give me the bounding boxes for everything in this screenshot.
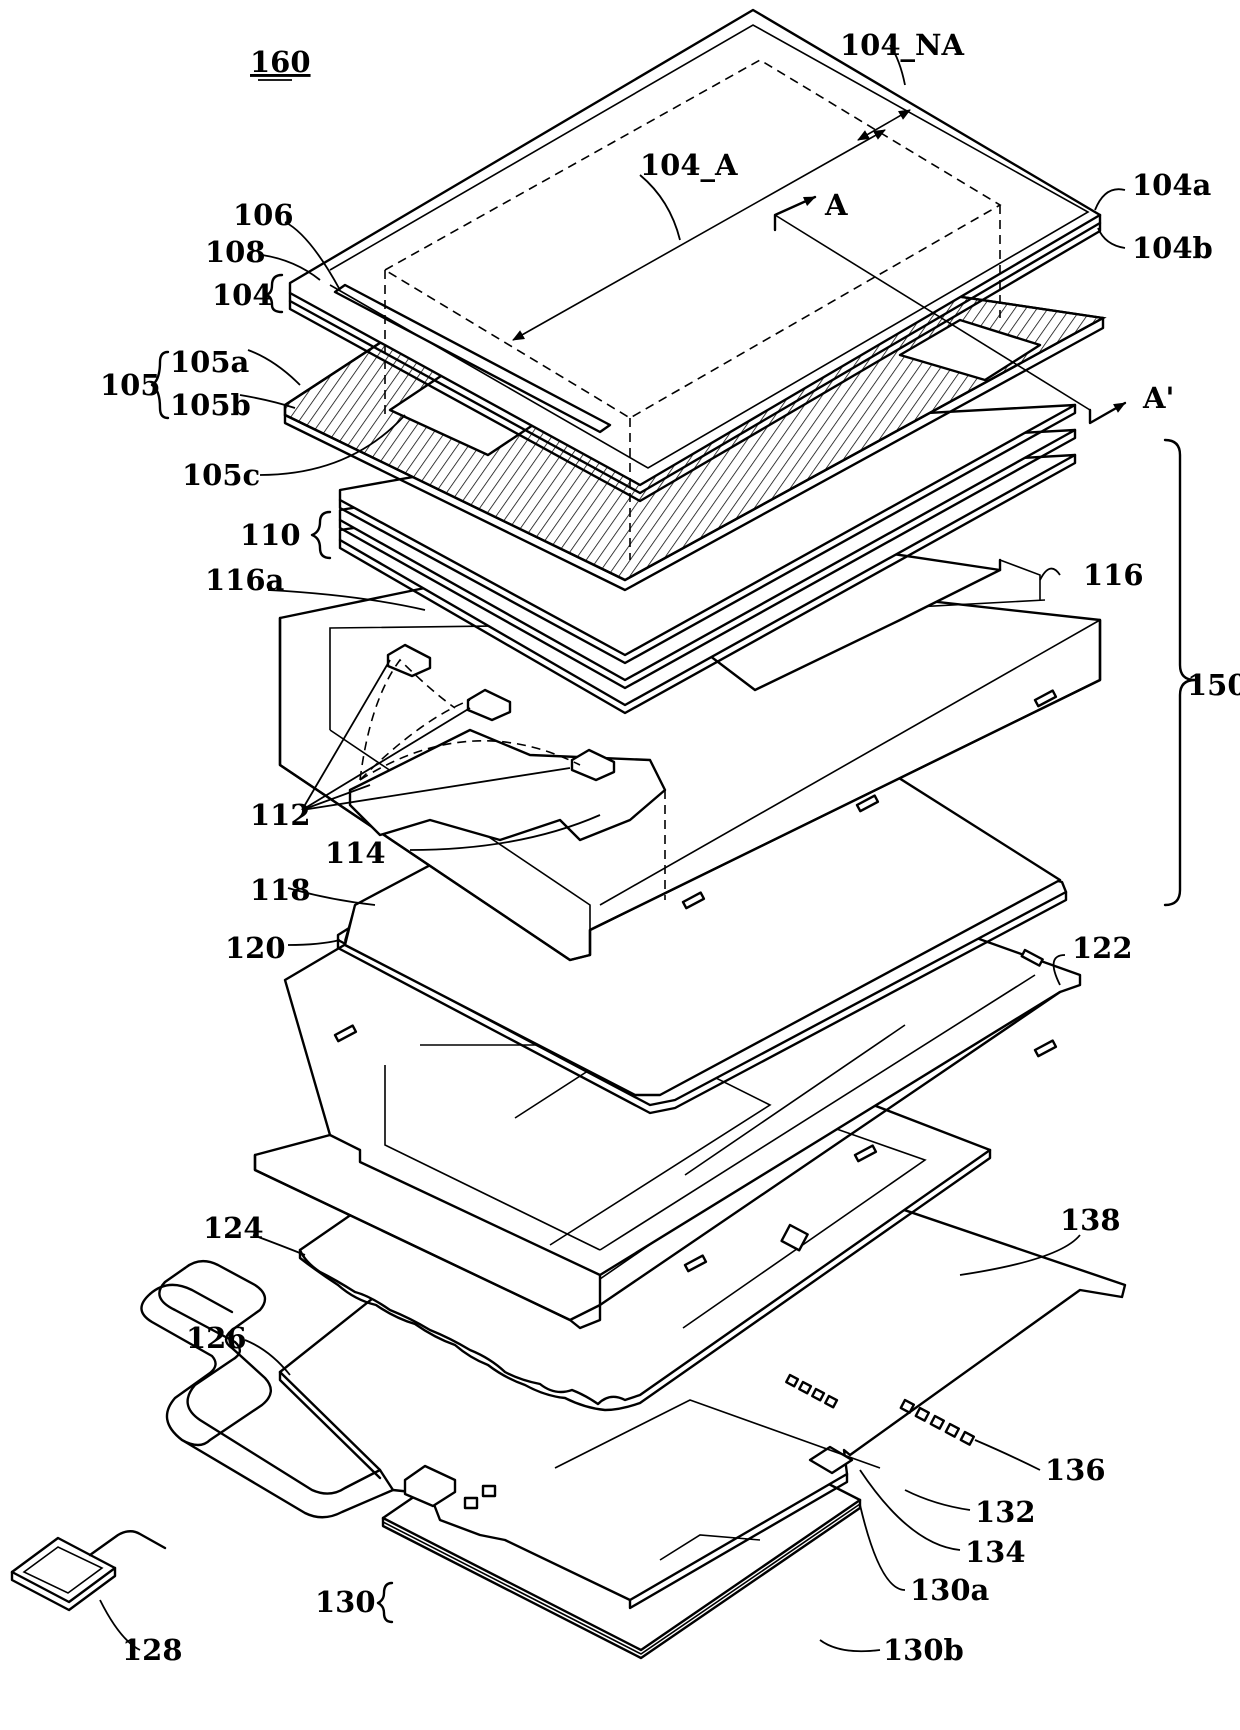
label-128: 128 [122,1633,183,1667]
label-134: 134 [965,1535,1026,1569]
label-105b: 105b [170,388,251,422]
label-132: 132 [975,1495,1036,1529]
label-105a: 105a [170,345,250,379]
label-136: 136 [1045,1453,1106,1487]
label-104b: 104b [1132,231,1213,265]
label-105c: 105c [182,458,260,492]
label-150: 150 [1187,668,1240,702]
label-124: 124 [203,1211,264,1245]
label-116a: 116a [205,563,285,597]
connector-136 [901,1400,974,1445]
label-122: 122 [1072,931,1133,965]
label-104: 104 [212,278,273,312]
label-108: 108 [205,235,266,269]
label-116: 116 [1083,558,1144,592]
label-130a: 130a [910,1573,990,1607]
label-130: 130 [315,1585,376,1619]
label-104-a: 104_A [640,148,738,182]
label-138: 138 [1060,1203,1121,1237]
label-106: 106 [233,198,294,232]
label-104-na: 104_NA [840,28,965,62]
label-118: 118 [250,873,311,907]
label-120: 120 [225,931,286,965]
label-126: 126 [186,1321,247,1355]
label-114: 114 [325,836,386,870]
label-section-a: A [824,188,848,222]
label-110: 110 [240,518,301,552]
label-130b: 130b [883,1633,964,1667]
label-105: 105 [100,368,161,402]
label-160: 160 [250,45,311,79]
label-104a: 104a [1132,168,1212,202]
label-section-a-prime: A' [1142,381,1174,415]
label-112: 112 [250,798,311,832]
